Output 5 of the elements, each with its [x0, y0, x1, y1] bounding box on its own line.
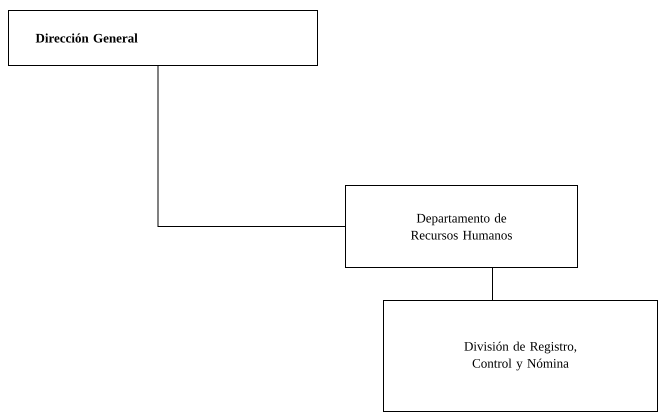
org-box: Departamento de Recursos Humanos: [345, 185, 578, 268]
connector-line: [492, 268, 493, 300]
org-box: Dirección General: [8, 10, 318, 66]
org-box: División de Registro, Control y Nómina: [383, 300, 658, 412]
connector-line: [158, 66, 346, 227]
